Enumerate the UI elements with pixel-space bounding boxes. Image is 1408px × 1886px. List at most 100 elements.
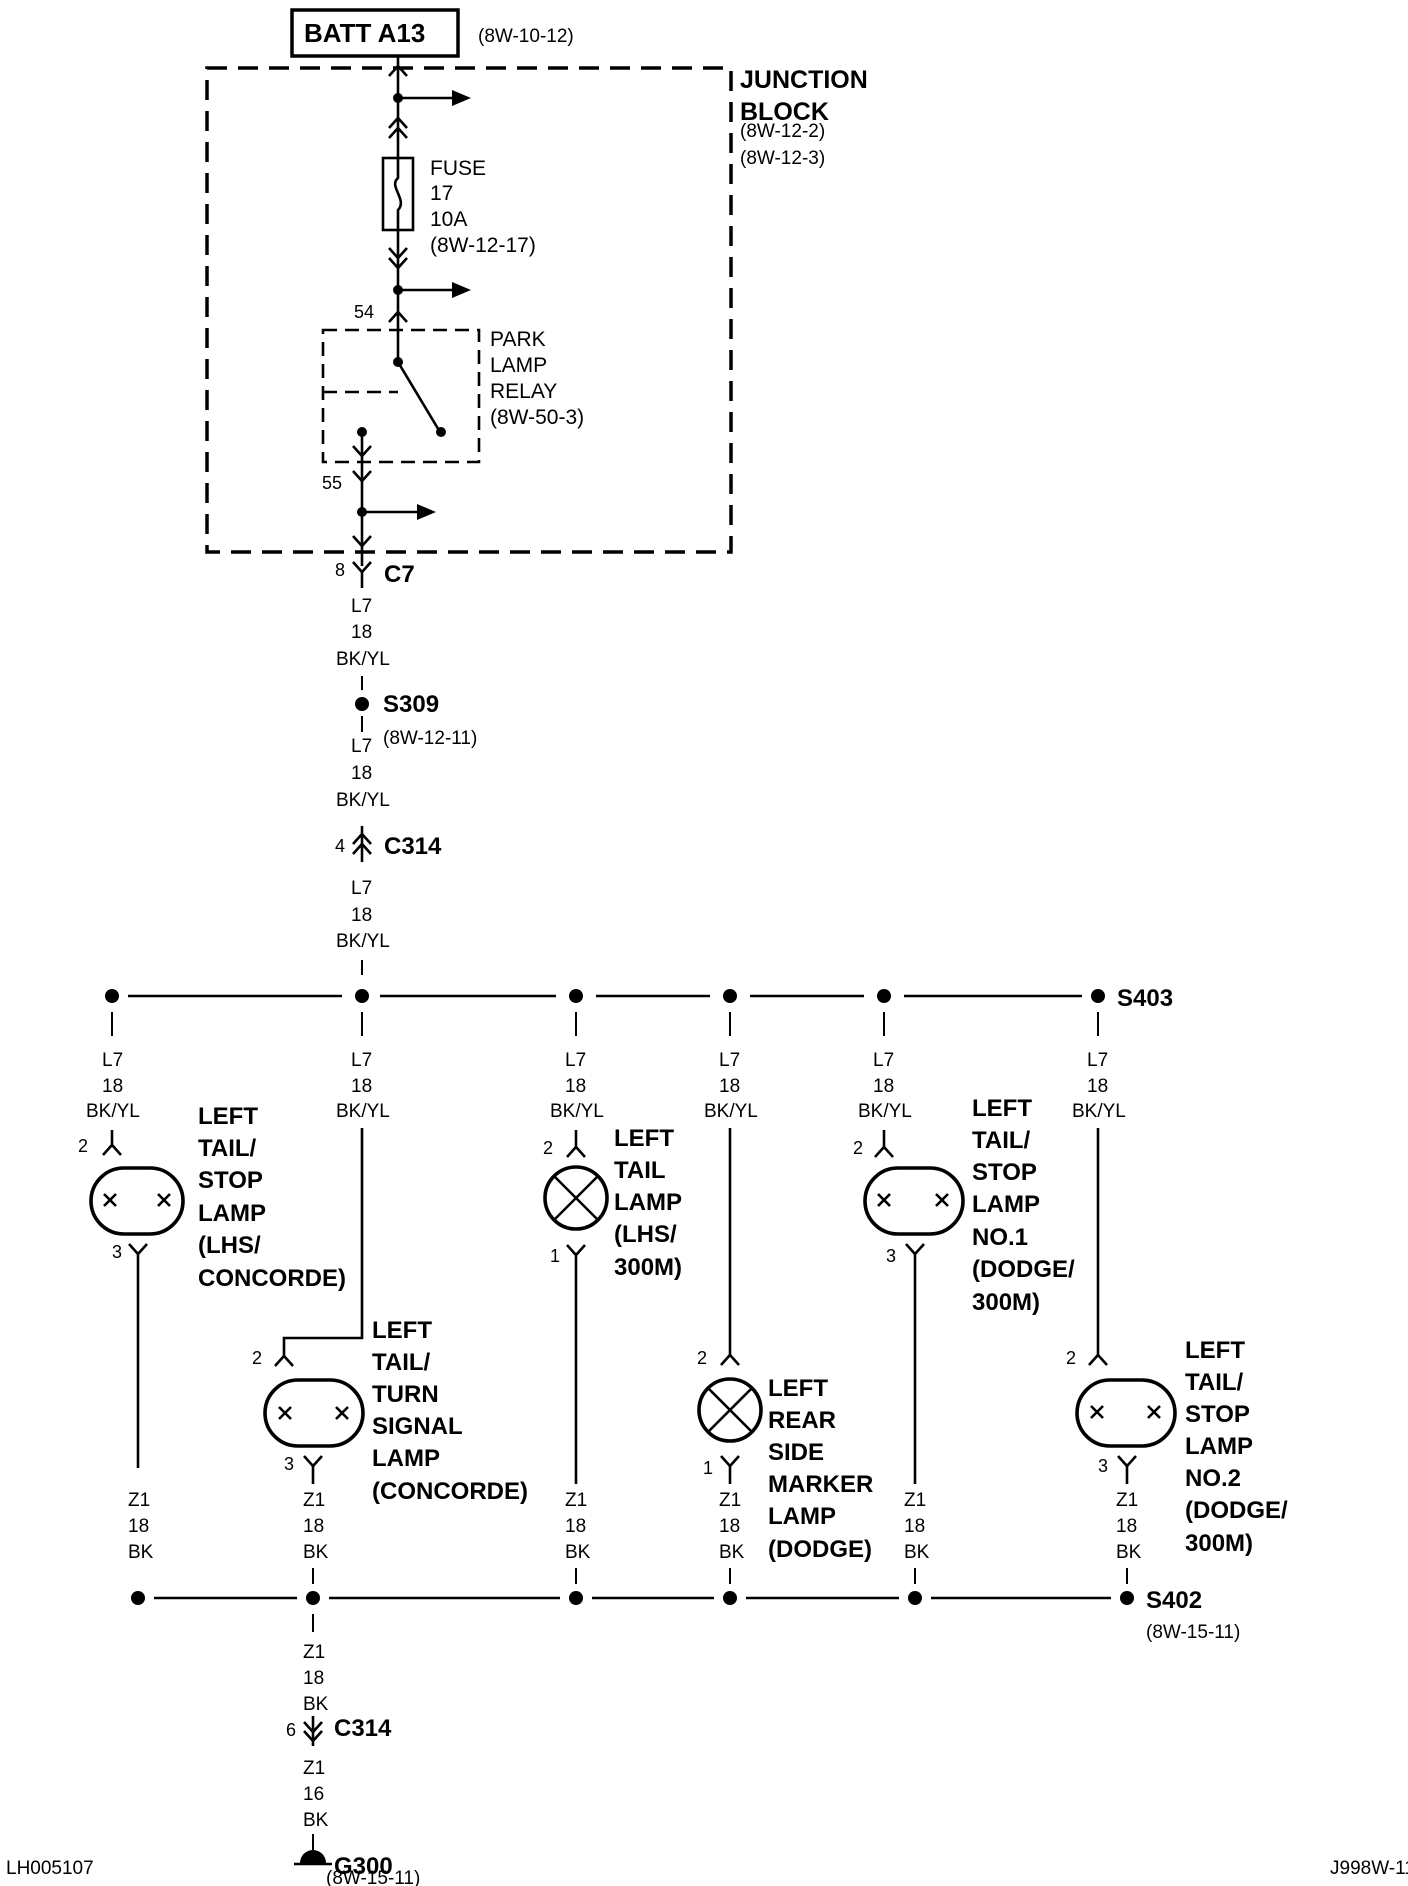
lamp4-feed-gauge: 18 <box>719 1076 740 1097</box>
c7-connector <box>352 561 372 588</box>
lamp5-return-color: BK <box>904 1542 930 1563</box>
batt-a13-box <box>290 8 460 58</box>
g300-label: G300 <box>334 1853 393 1880</box>
lamp6-feed-circuit: L7 <box>1087 1050 1108 1071</box>
lamp1-feed-circuit: L7 <box>102 1050 123 1071</box>
svg-text:LAMP: LAMP <box>768 1503 836 1530</box>
footer-left-code: LH005107 <box>6 1858 94 1879</box>
ground-wire-1-gauge: 18 <box>303 1668 324 1689</box>
junction-block-outline <box>205 66 733 554</box>
lamp4-return-circuit: Z1 <box>719 1490 741 1511</box>
junction-block-label-2: BLOCK <box>740 98 829 126</box>
lamp6-pin-out: 3 <box>1098 1456 1108 1476</box>
trunk-wire-1-gauge: 18 <box>351 622 372 643</box>
svg-text:NO.2: NO.2 <box>1185 1465 1241 1492</box>
lamp5-label: LEFT TAIL/ STOP LAMP NO.1 (DODGE/ 300M) <box>972 1095 1075 1316</box>
relay-label-3: RELAY <box>490 380 557 403</box>
fuse-ref: (8W-12-17) <box>430 234 536 257</box>
lamp3-return-circuit: Z1 <box>565 1490 587 1511</box>
lamp5-feed-circuit: L7 <box>873 1050 894 1071</box>
lamp1-label: LEFT TAIL/ STOP LAMP (LHS/ CONCORDE) <box>198 1103 346 1292</box>
lamp4-feed-circuit: L7 <box>719 1050 740 1071</box>
lamp3-feed-gauge: 18 <box>565 1076 586 1097</box>
lamp3-pin-in: 2 <box>543 1138 553 1158</box>
s403-label: S403 <box>1117 985 1173 1012</box>
lamp6-output-connector <box>1117 1455 1137 1484</box>
svg-text:SIDE: SIDE <box>768 1439 824 1466</box>
junction-block-label: JUNCTION <box>740 66 868 94</box>
svg-text:STOP: STOP <box>198 1167 263 1194</box>
svg-text:LAMP: LAMP <box>372 1445 440 1472</box>
s402-bus <box>131 1591 1134 1605</box>
trunk-wire-1-color: BK/YL <box>336 649 390 670</box>
lamp6-return-gauge: 18 <box>1116 1516 1137 1537</box>
lamp2-feed-color: BK/YL <box>336 1101 390 1122</box>
s402-label: S402 <box>1146 1587 1202 1614</box>
lamp2-return-circuit: Z1 <box>303 1490 325 1511</box>
lamp2-feed-wire <box>274 1128 364 1367</box>
ground-wire-2-circuit: Z1 <box>303 1758 325 1779</box>
svg-text:LAMP: LAMP <box>1185 1433 1253 1460</box>
svg-text:TAIL: TAIL <box>614 1157 666 1184</box>
lamp6-feed-color: BK/YL <box>1072 1101 1126 1122</box>
left-tail-turn-signal-lamp-concorde <box>263 1378 365 1448</box>
trunk-wire-3-gauge: 18 <box>351 905 372 926</box>
left-tail-stop-lamp-no2-dodge-300m <box>1075 1378 1177 1448</box>
trunk-wire-1-circuit: L7 <box>351 596 372 617</box>
fuse-label: FUSE <box>430 157 486 180</box>
lamp1-pin-in: 2 <box>78 1136 88 1156</box>
g300-ref: (8W-15-11) <box>326 1868 420 1886</box>
s403-bus <box>105 989 1105 1003</box>
trunk-wire-3-color: BK/YL <box>336 931 390 952</box>
lamp4-pin-out: 1 <box>703 1458 713 1478</box>
lamp2-pin-in: 2 <box>252 1348 262 1368</box>
g300-ground-symbol <box>294 1850 332 1866</box>
relay-label-1: PARK <box>490 328 546 351</box>
ground-wire-2-gauge: 16 <box>303 1784 324 1805</box>
svg-text:STOP: STOP <box>972 1159 1037 1186</box>
lamp1-pin-out: 3 <box>112 1242 122 1262</box>
lamp2-label: LEFT TAIL/ TURN SIGNAL LAMP (CONCORDE) <box>372 1317 528 1505</box>
svg-text:300M): 300M) <box>1185 1530 1253 1557</box>
lamp2-output-connector <box>303 1455 323 1484</box>
trunk-wire-3-circuit: L7 <box>351 878 372 899</box>
batt-a13-label: BATT A13 <box>304 18 425 48</box>
left-tail-lamp-lhs-300m <box>543 1165 609 1231</box>
svg-text:LEFT: LEFT <box>614 1125 674 1152</box>
lamp4-pin-in: 2 <box>697 1348 707 1368</box>
left-tail-stop-lamp-no1-dodge-300m <box>863 1166 965 1236</box>
svg-text:(DODGE/: (DODGE/ <box>972 1256 1075 1283</box>
trunk-wire-2-color: BK/YL <box>336 790 390 811</box>
lamp6-feed-wire <box>1088 1128 1108 1366</box>
lamp4-label: LEFT REAR SIDE MARKER LAMP (DODGE) <box>768 1375 873 1563</box>
svg-text:(LHS/: (LHS/ <box>614 1221 677 1248</box>
lamp1-return-circuit: Z1 <box>128 1490 150 1511</box>
junction-input-connector <box>388 64 408 139</box>
trunk-wire-2-gauge: 18 <box>351 763 372 784</box>
relay-ref: (8W-50-3) <box>490 406 584 429</box>
svg-text:(LHS/: (LHS/ <box>198 1232 261 1259</box>
c314-top-label: C314 <box>384 833 442 860</box>
lamp6-return-circuit: Z1 <box>1116 1490 1138 1511</box>
footer-right-code: J998W-11 <box>1330 1858 1408 1879</box>
svg-text:TAIL/: TAIL/ <box>972 1127 1031 1154</box>
fuse-17 <box>381 156 415 232</box>
svg-text:LAMP: LAMP <box>614 1189 682 1216</box>
lamp3-return-gauge: 18 <box>565 1516 586 1537</box>
c314-bottom-connector <box>303 1716 323 1746</box>
lamp5-pin-in: 2 <box>853 1138 863 1158</box>
svg-text:(DODGE): (DODGE) <box>768 1536 872 1563</box>
lamp3-feed-color: BK/YL <box>550 1101 604 1122</box>
s402-ref: (8W-15-11) <box>1146 1622 1240 1643</box>
c314-bottom-label: C314 <box>334 1715 392 1742</box>
junction-tap-arrow-2 <box>393 282 471 298</box>
ground-wire-2-color: BK <box>303 1810 329 1831</box>
relay-pin-55: 55 <box>322 473 342 493</box>
lamp2-return-color: BK <box>303 1542 329 1563</box>
lamp4-feed-color: BK/YL <box>704 1101 758 1122</box>
lamp1-return-gauge: 18 <box>128 1516 149 1537</box>
s309-ref: (8W-12-11) <box>383 728 477 749</box>
svg-text:TAIL/: TAIL/ <box>1185 1369 1244 1396</box>
lamp2-pin-out: 3 <box>284 1454 294 1474</box>
svg-text:LAMP: LAMP <box>198 1200 266 1227</box>
